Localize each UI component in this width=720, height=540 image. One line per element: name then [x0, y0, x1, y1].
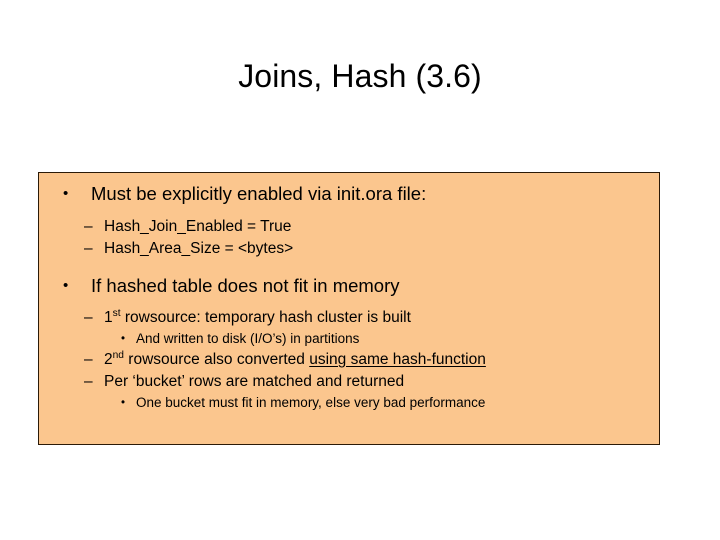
bullet-level1-item: • Must be explicitly enabled via init.or…	[51, 181, 659, 206]
bullet-level1-text: If hashed table does not fit in memory	[91, 275, 400, 296]
bullet-level2-text-underlined: using same hash-function	[309, 351, 486, 368]
bullet-level2-item: – Hash_Join_Enabled = True	[84, 216, 659, 238]
bullet-level2-text-rest: rowsource also converted	[124, 351, 310, 368]
bullet-level2-text: Per ‘bucket’ rows are matched and return…	[104, 373, 405, 390]
bullet-dot-icon: •	[63, 277, 69, 294]
dash-marker-icon: –	[84, 240, 93, 257]
bullet-dot-small-icon: •	[121, 397, 126, 409]
bullet-dot-small-icon: •	[121, 333, 126, 345]
ordinal-suffix: nd	[112, 349, 124, 361]
bullet-level2-item: – Hash_Area_Size = <bytes>	[84, 238, 659, 260]
bullet-level3-text: One bucket must fit in memory, else very…	[136, 395, 486, 410]
bullet-level3-item: • One bucket must fit in memory, else ve…	[121, 393, 659, 413]
bullet-level2-text: Hash_Join_Enabled = True	[104, 218, 292, 235]
bullet-level2-text: Hash_Area_Size = <bytes>	[104, 240, 294, 257]
content-bullet-list: • Must be explicitly enabled via init.or…	[39, 173, 659, 413]
bullet-level2-text: 1st rowsource: temporary hash cluster is…	[104, 307, 659, 329]
ordinal-number: 2	[104, 351, 113, 368]
ordinal-number: 1	[104, 309, 113, 326]
bullet-dot-icon: •	[63, 185, 69, 202]
dash-marker-icon: –	[84, 373, 93, 390]
bullet-level3-item: • And written to disk (I/O’s) in partiti…	[121, 329, 659, 349]
slide-title: Joins, Hash (3.6)	[238, 58, 482, 94]
dash-marker-icon: –	[84, 218, 93, 235]
dash-marker-icon: –	[84, 309, 93, 326]
content-body-box: • Must be explicitly enabled via init.or…	[38, 172, 660, 445]
bullet-level2-text: 2nd rowsource also converted using same …	[104, 349, 659, 371]
bullet-level2-item: – 1st rowsource: temporary hash cluster …	[84, 307, 659, 329]
bullet-level2-item: – 2nd rowsource also converted using sam…	[84, 349, 659, 371]
bullet-level2-item: – Per ‘bucket’ rows are matched and retu…	[84, 371, 659, 393]
bullet-level1-text: Must be explicitly enabled via init.ora …	[91, 183, 427, 204]
ordinal-suffix: st	[112, 307, 121, 319]
bullet-level1-item: • If hashed table does not fit in memory	[51, 273, 659, 298]
bullet-level3-text: And written to disk (I/O’s) in partition…	[136, 331, 360, 346]
bullet-level2-text-rest: rowsource: temporary hash cluster is bui…	[120, 309, 411, 326]
dash-marker-icon: –	[84, 351, 93, 368]
